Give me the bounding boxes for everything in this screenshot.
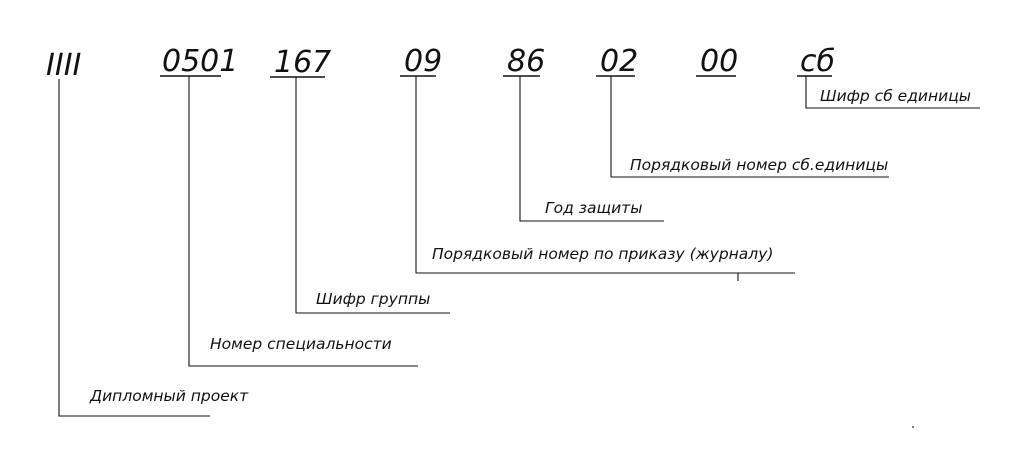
code-zero: 00	[700, 44, 738, 79]
code-order-number: 09	[404, 44, 442, 79]
label-order-number: Порядковый номер по приказу (журналу)	[432, 245, 773, 263]
label-diploma-project: Дипломный проект	[89, 387, 249, 405]
label-year: Год защиты	[545, 199, 642, 217]
label-unit-number: Порядковый номер сб.единицы	[630, 156, 888, 174]
code-year: 86	[507, 44, 545, 79]
code-group: 167	[274, 45, 331, 80]
code-unit-cipher: сб	[800, 44, 835, 79]
code-specialty: 0501	[162, 44, 238, 79]
label-unit-cipher: Шифр сб единицы	[820, 87, 971, 105]
leader-group	[295, 77, 450, 314]
leader-diploma-project	[58, 79, 210, 417]
label-group: Шифр группы	[316, 290, 430, 308]
leader-specialty	[188, 76, 418, 367]
leader-unit-cipher	[805, 76, 980, 109]
label-specialty: Номер специальности	[210, 335, 392, 353]
leader-unit-number	[610, 76, 889, 178]
leader-order-number	[415, 76, 795, 274]
code-unit-number: 02	[600, 44, 638, 79]
code-prefix: IIII	[46, 48, 82, 83]
scan-speck	[912, 426, 914, 428]
leader-year	[519, 76, 664, 222]
